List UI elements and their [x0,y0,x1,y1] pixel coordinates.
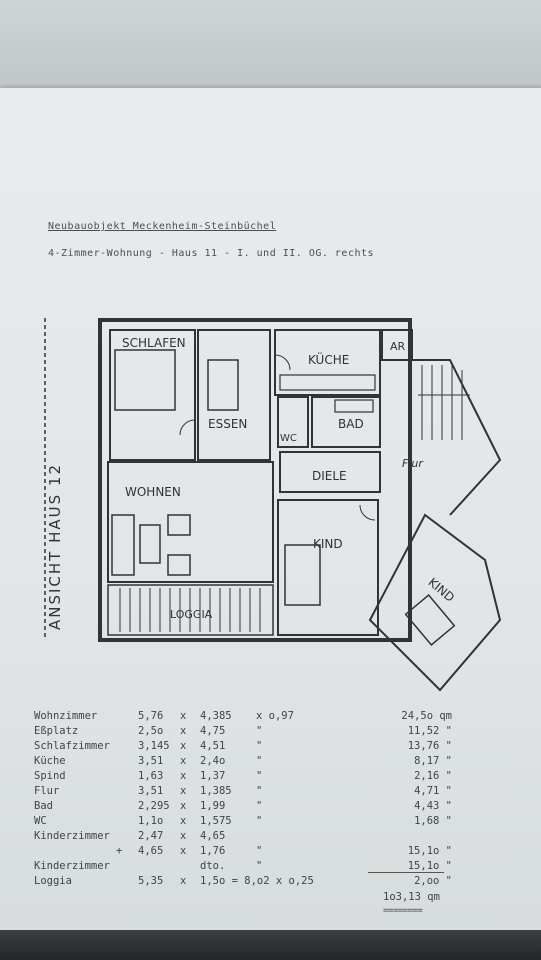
room-wc: WC [280,433,297,444]
room-schlafen: SCHLAFEN [122,336,186,350]
background-sheet [0,0,541,92]
double-rule: ======== [383,906,423,916]
document-subtitle: 4-Zimmer-Wohnung - Haus 11 - I. und II. … [48,248,375,259]
room-loggia: LOGGIA [170,608,213,621]
document-title: Neubauobjekt Meckenheim-Steinbüchel [48,221,277,232]
room-diele: DIELE [312,469,347,483]
room-essen: ESSEN [208,417,247,431]
room-wohnen: WOHNEN [125,485,181,499]
floor-plan: ANSICHT HAUS 12 SCHLAFEN ESSEN KÜCHE AR … [44,318,502,692]
room-kind-1: KIND [313,537,343,551]
sum-rule [368,872,444,873]
room-kueche: KÜCHE [308,351,349,367]
plan-side-label: ANSICHT HAUS 12 [46,463,64,630]
document-page [0,88,541,960]
room-ar: AR [390,340,406,353]
total-area: 1o3,13 qm [383,891,440,903]
table-surface [0,930,541,960]
room-kind-2: KIND [425,575,457,605]
plan-outer-wall [98,318,412,642]
flur-label: Flur [402,457,424,470]
room-bad: BAD [338,417,364,431]
